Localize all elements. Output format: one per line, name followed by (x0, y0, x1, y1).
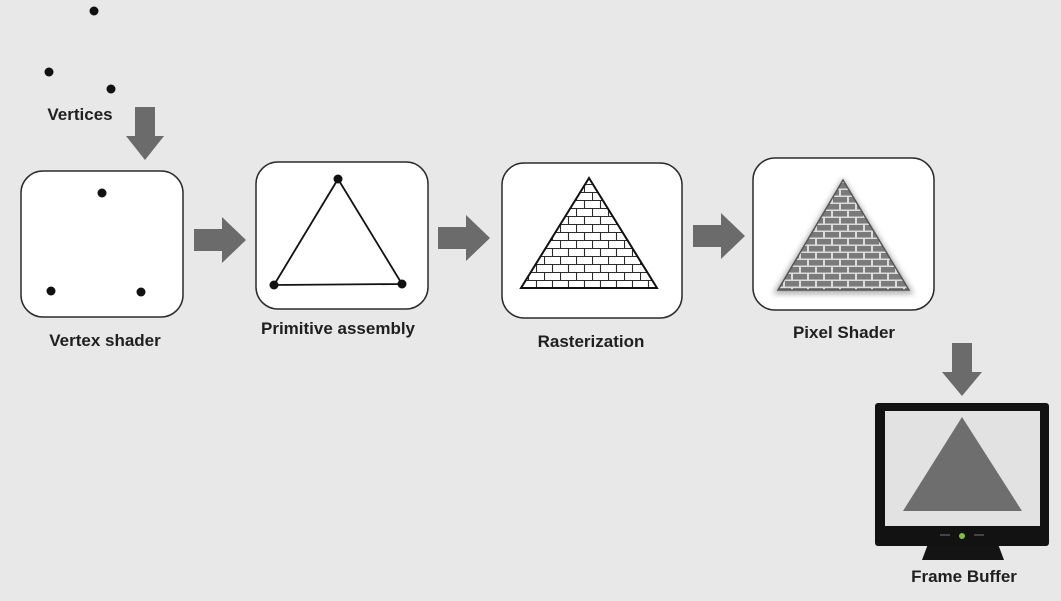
vertex-point (97, 188, 107, 198)
vertex-point (136, 287, 146, 297)
vertex-shader-box (20, 170, 184, 318)
vertex-point (333, 174, 343, 184)
wireframe-triangle (272, 177, 404, 286)
arrow-right-2 (438, 215, 490, 261)
label-pixel-shader: Pixel Shader (792, 323, 896, 342)
pixel-shader-box (752, 157, 935, 311)
label-vertices: Vertices (47, 105, 113, 124)
input-vertices (44, 6, 116, 94)
vertex-point (46, 286, 56, 296)
vertex-point (44, 67, 54, 77)
monitor-triangle (903, 417, 1022, 511)
arrow-down-vertices (126, 107, 164, 160)
shaded-triangle (776, 178, 911, 291)
label-primitive-assembly: Primitive assembly (260, 319, 416, 338)
arrow-right-1 (194, 217, 246, 263)
vertex-point (397, 279, 407, 289)
primitive-assembly-box (255, 161, 429, 310)
rasterization-box (501, 162, 683, 319)
power-led (959, 533, 965, 539)
label-vertex-shader: Vertex shader (49, 331, 161, 350)
monitor-icon (875, 403, 1049, 560)
rasterized-triangle (519, 176, 659, 289)
label-frame-buffer: Frame Buffer (911, 567, 1017, 586)
vertex-point (89, 6, 99, 16)
vertex-point (106, 84, 116, 94)
vertex-point (269, 280, 279, 290)
label-rasterization: Rasterization (537, 332, 645, 351)
arrow-down-frame-buffer (942, 343, 982, 396)
monitor-stand (922, 544, 1004, 560)
arrow-right-3 (693, 213, 745, 259)
